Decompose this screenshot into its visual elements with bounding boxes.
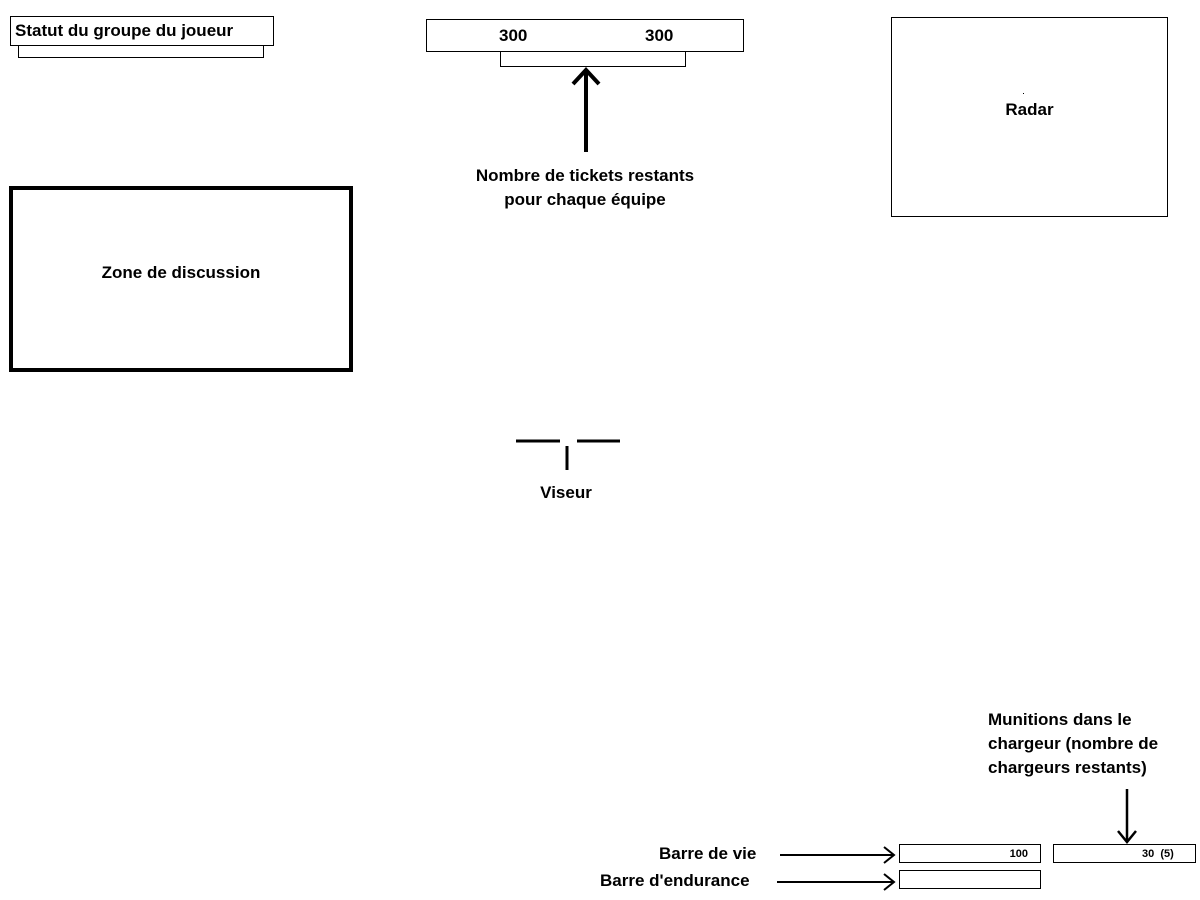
radar-dot [1023, 93, 1024, 94]
team1-tickets: 300 [499, 26, 528, 45]
radar-panel: Radar [891, 17, 1168, 217]
stamina-arrow [777, 873, 896, 891]
ammo-caption-line1: Munitions dans le [988, 710, 1132, 729]
tickets-caption-line2: pour chaque équipe [504, 190, 666, 209]
radar-label: Radar [1005, 100, 1054, 119]
chat-panel: Zone de discussion [9, 186, 353, 372]
ammo-arrow [1117, 789, 1137, 844]
stamina-bar [899, 870, 1041, 889]
ammo-caption: Munitions dans le chargeur (nombre de ch… [988, 708, 1158, 780]
tickets-arrow [571, 67, 601, 152]
ammo-caption-line3: chargeurs restants) [988, 758, 1147, 777]
group-status-label: Statut du groupe du joueur [15, 21, 234, 40]
health-value: 100 [1009, 848, 1028, 860]
health-bar: 100 [899, 844, 1041, 863]
tickets-panel: 300 300 [426, 19, 744, 52]
team2-tickets: 300 [645, 26, 674, 45]
health-label: Barre de vie [659, 844, 757, 863]
stamina-label: Barre d'endurance [600, 871, 750, 890]
ammo-value: 30 (5) [1142, 848, 1174, 860]
chat-label: Zone de discussion [101, 263, 261, 282]
crosshair-label: Viseur [540, 483, 592, 502]
ammo-caption-line2: chargeur (nombre de [988, 734, 1159, 753]
tickets-caption-line1: Nombre de tickets restants [475, 166, 695, 185]
group-status-panel: Statut du groupe du joueur [10, 16, 274, 46]
tickets-caption: Nombre de tickets restants pour chaque é… [420, 164, 750, 212]
health-arrow [780, 846, 896, 864]
crosshair-icon [516, 439, 620, 470]
ammo-bar: 30 (5) [1053, 844, 1196, 863]
